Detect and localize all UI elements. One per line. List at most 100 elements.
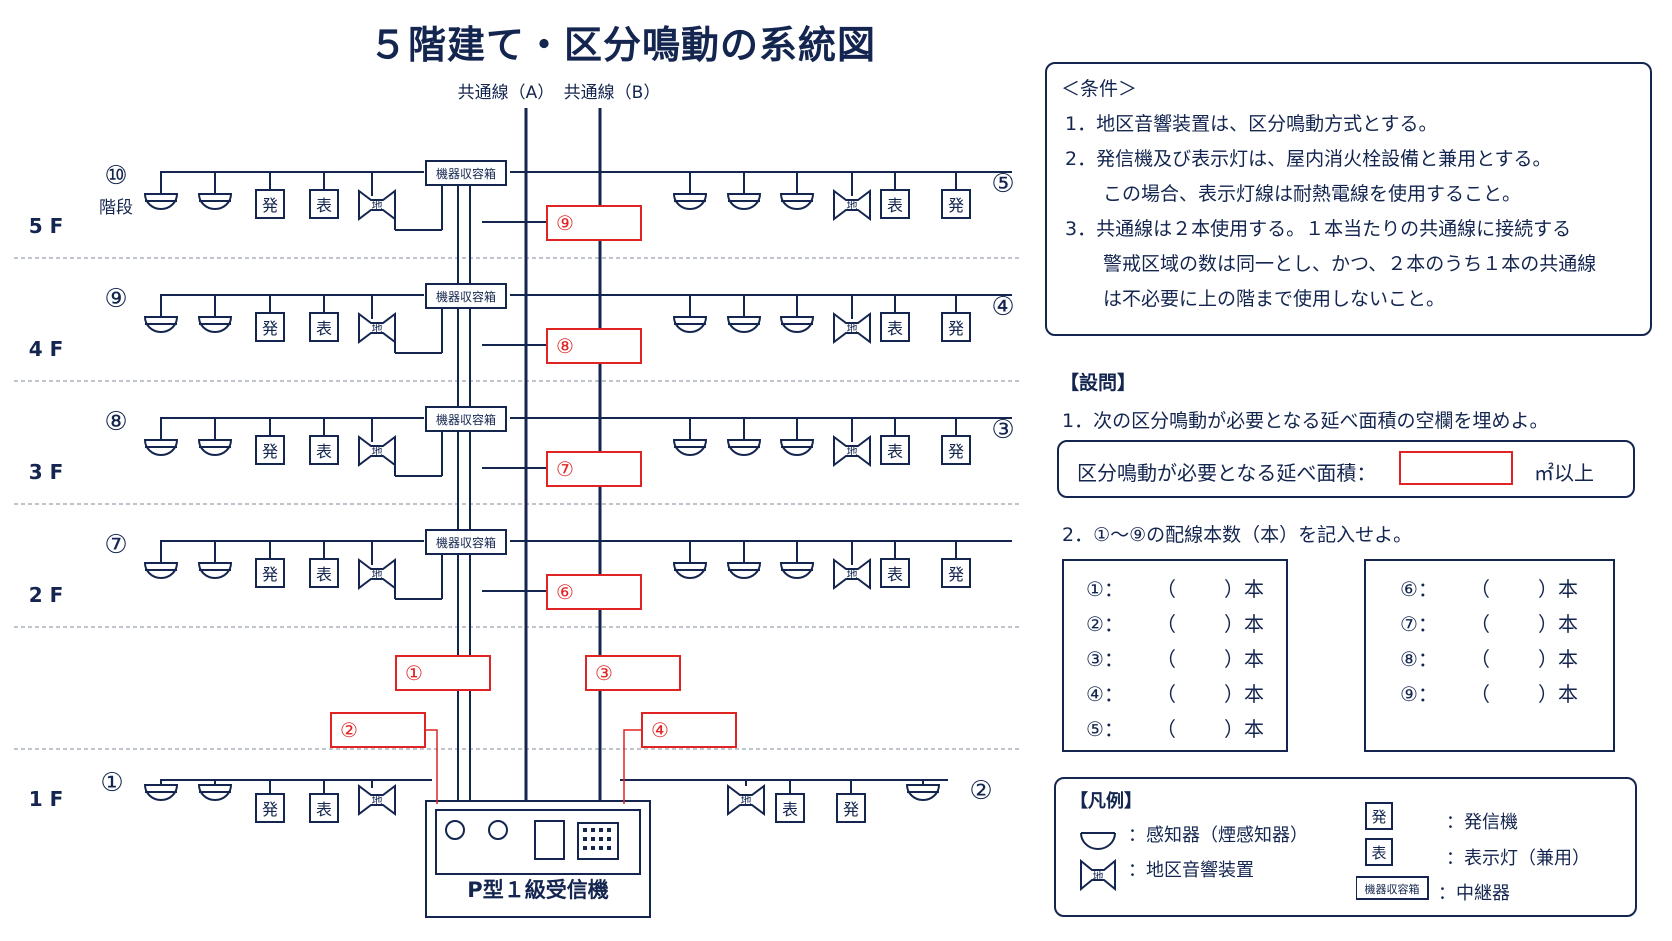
condition-line-2: 2．発信機及び表示灯は、屋内消火栓設備と兼用とする。 — [1065, 148, 1552, 170]
answer-row-8[interactable]: ⑧：（）本 — [1400, 647, 1578, 671]
detector-icon — [905, 784, 941, 801]
detector-icon — [726, 562, 762, 579]
hatsu-icon-label: 発 — [948, 319, 964, 338]
area-answer-panel: 区分鳴動が必要となる延べ面積： ㎡以上 — [1057, 440, 1635, 498]
detector-icon — [779, 439, 815, 456]
answer-row-5[interactable]: ⑤：（）本 — [1086, 717, 1264, 741]
detector-icon — [197, 784, 233, 801]
red-answer-box — [546, 574, 642, 610]
floor-label: 5 F — [29, 214, 64, 238]
hatsu-icon — [941, 312, 971, 342]
legend-symbols-left: 地 — [1080, 832, 1116, 891]
legend-hatsu: ：発信機 — [1446, 812, 1518, 833]
answer-row-1[interactable]: ①：（）本 — [1086, 577, 1264, 601]
answer-row-9[interactable]: ⑨：（）本 — [1400, 682, 1578, 706]
hatsu-icon — [836, 793, 866, 823]
area-answer-blank[interactable] — [1399, 451, 1513, 485]
hyo-icon-label: 表 — [887, 196, 903, 215]
relay-icon-label: 機器収容箱 — [1365, 882, 1420, 896]
hyo-icon-label: 表 — [782, 800, 798, 819]
red-answer-box — [641, 712, 737, 748]
keypad-key — [591, 837, 595, 841]
bell-icon: 地 — [1080, 858, 1116, 891]
hyo-icon — [309, 793, 339, 823]
hatsu-icon — [255, 558, 285, 588]
bell-icon-label: 地 — [372, 445, 383, 458]
bell-icon-label: 地 — [847, 199, 858, 212]
hatsu-icon — [941, 189, 971, 219]
hatsu-icon-label: 発 — [262, 319, 278, 338]
zone-number-left: ① — [100, 768, 123, 798]
hatsu-icon-label: 発 — [1371, 808, 1386, 826]
red-box-label: ⑨ — [556, 211, 574, 235]
hyo-icon-label: 表 — [316, 196, 332, 215]
bell-icon — [358, 784, 396, 816]
legend-heading: 【凡例】 — [1070, 791, 1142, 812]
legend-hyo: ：表示灯（兼用） — [1446, 848, 1590, 869]
keypad-key — [607, 837, 611, 841]
legend-bell: ：地区音響装置 — [1128, 860, 1254, 881]
hyo-icon — [1365, 838, 1393, 866]
detector-icon — [143, 562, 179, 579]
hyo-icon — [880, 312, 910, 342]
hatsu-icon — [941, 558, 971, 588]
red-answer-box — [395, 655, 491, 691]
red-answer-box — [546, 451, 642, 487]
keypad-key — [599, 828, 603, 832]
answer-row-4[interactable]: ④：（）本 — [1086, 682, 1264, 706]
hyo-icon-label: 表 — [316, 565, 332, 584]
zone-number-right: ③ — [991, 415, 1014, 445]
detector-icon — [143, 784, 179, 801]
relay-box-label: 機器収容箱 — [436, 289, 496, 304]
red-box-label: ③ — [595, 661, 613, 685]
hyo-icon — [880, 435, 910, 465]
red-answer-box — [546, 328, 642, 364]
keypad-key — [583, 846, 587, 850]
legend-panel: 【凡例】 地 ：感知器（煙感知器） ：地区音響装置 発 表 機器収容箱 ：発信機… — [1054, 777, 1637, 917]
hatsu-icon-label: 発 — [948, 442, 964, 461]
hatsu-icon-label: 発 — [948, 196, 964, 215]
hatsu-icon-label: 発 — [843, 800, 859, 819]
zone-number-left: ⑧ — [104, 407, 127, 437]
receiver-display — [534, 820, 565, 860]
hyo-icon-label: 表 — [887, 442, 903, 461]
hyo-icon-label: 表 — [887, 565, 903, 584]
bell-icon-label: 地 — [372, 568, 383, 581]
detector-icon — [672, 193, 708, 210]
conditions-panel: ＜条件＞ 1．地区音響装置は、区分鳴動方式とする。 2．発信機及び表示灯は、屋内… — [1045, 62, 1652, 336]
detector-icon — [672, 562, 708, 579]
conditions-heading: ＜条件＞ — [1061, 78, 1138, 100]
answer-row-3[interactable]: ③：（）本 — [1086, 647, 1264, 671]
common-line-a-label: 共通線（A） — [458, 83, 555, 103]
floor-label: 3 F — [29, 460, 64, 484]
answer-row-7[interactable]: ⑦：（）本 — [1400, 612, 1578, 636]
hyo-icon-label: 表 — [316, 800, 332, 819]
red-leader — [425, 729, 438, 804]
relay-box — [425, 160, 507, 186]
hatsu-icon-label: 発 — [262, 565, 278, 584]
detector-icon — [672, 316, 708, 333]
red-box-label: ① — [405, 661, 423, 685]
zone-number-left: ⑦ — [104, 530, 127, 560]
zone-number-right: ② — [969, 776, 992, 806]
hyo-icon — [309, 189, 339, 219]
bell-icon-label: 地 — [847, 568, 858, 581]
detector-icon — [197, 439, 233, 456]
answer-row-6[interactable]: ⑥：（）本 — [1400, 577, 1578, 601]
red-box-label: ⑦ — [556, 457, 574, 481]
legend-symbols-right: 発 表 機器収容箱 — [1356, 802, 1429, 900]
receiver-lamp — [445, 820, 465, 840]
relay-box-label: 機器収容箱 — [436, 535, 496, 550]
bell-icon-label: 地 — [1093, 870, 1104, 883]
legend-detector: ：感知器（煙感知器） — [1128, 825, 1308, 846]
keypad-key — [591, 846, 595, 850]
detector-icon — [779, 193, 815, 210]
zone-number-right: ④ — [991, 292, 1014, 322]
floor-label: 1 F — [29, 787, 64, 811]
relay-icon — [1356, 876, 1429, 900]
answer-box-right: ⑥：（）本 ⑦：（）本 ⑧：（）本 ⑨：（）本 — [1364, 559, 1615, 752]
answer-row-2[interactable]: ②：（）本 — [1086, 612, 1264, 636]
detector-icon — [726, 439, 762, 456]
condition-line-3: 3．共通線は２本使用する。１本当たりの共通線に接続する — [1065, 218, 1572, 240]
answer-box-left: ①：（）本 ②：（）本 ③：（）本 ④：（）本 ⑤：（）本 — [1062, 559, 1288, 752]
